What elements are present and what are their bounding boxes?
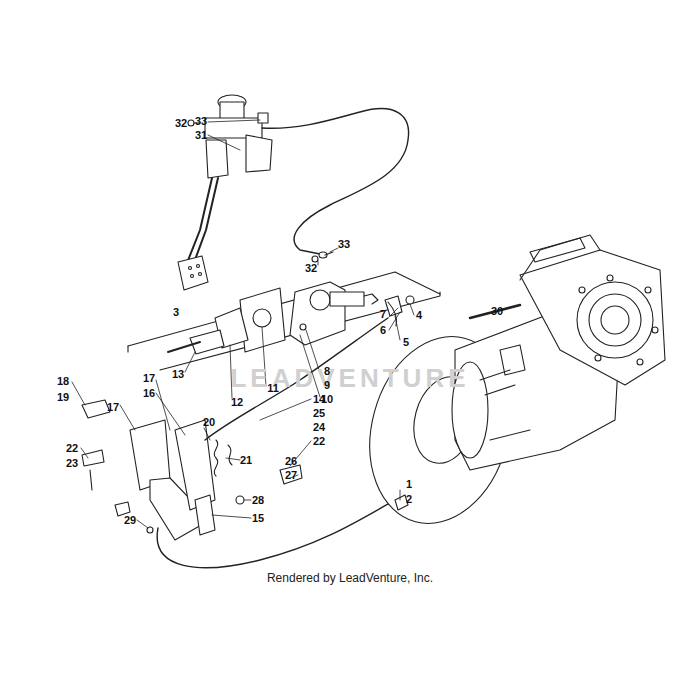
callout-number: 15 xyxy=(250,512,266,525)
callout-number: 5 xyxy=(401,336,411,349)
callout-number: 24 xyxy=(311,421,327,434)
callout-number: 6 xyxy=(378,324,388,337)
caption: Rendered by LeadVenture, Inc. xyxy=(267,572,433,584)
callout-number: 3 xyxy=(171,306,181,319)
callout-number: 21 xyxy=(238,454,254,467)
callout-number: 22 xyxy=(64,442,80,455)
callout-number: 26 xyxy=(283,455,299,468)
callout-number: 4 xyxy=(414,309,424,322)
callout-number: 23 xyxy=(64,457,80,470)
callout-number: 33 xyxy=(336,238,352,251)
callout-number: 7 xyxy=(378,308,388,321)
rear-gearcase xyxy=(452,235,665,470)
brake-cable xyxy=(157,500,395,568)
callout-number: 8 xyxy=(322,365,332,378)
callout-number: 2 xyxy=(404,493,414,506)
callout-number: 11 xyxy=(265,382,281,395)
callout-number: 31 xyxy=(193,129,209,142)
callout-number: 14 xyxy=(311,393,327,406)
callout-number: 32 xyxy=(303,262,319,275)
park-brake-pedal xyxy=(82,400,302,540)
callout-number: 33 xyxy=(193,115,209,128)
callout-number: 32 xyxy=(173,117,189,130)
leader-lines xyxy=(72,120,488,528)
callout-number: 20 xyxy=(201,416,217,429)
callout-number: 30 xyxy=(489,305,505,318)
callout-number: 18 xyxy=(55,375,71,388)
callout-number: 29 xyxy=(122,514,138,527)
callout-number: 16 xyxy=(141,387,157,400)
callout-number: 17 xyxy=(141,372,157,385)
callout-number: 27 xyxy=(283,469,299,482)
callout-number: 12 xyxy=(229,396,245,409)
master-cylinder xyxy=(178,95,272,290)
callout-number: 19 xyxy=(55,391,71,404)
watermark: LEADVENTURE xyxy=(230,365,469,391)
brake-line xyxy=(262,109,409,254)
callout-number: 1 xyxy=(404,478,414,491)
callout-number: 28 xyxy=(250,494,266,507)
callout-number: 13 xyxy=(170,368,186,381)
callout-number: 25 xyxy=(311,407,327,420)
callout-number: 22 xyxy=(311,435,327,448)
callout-number: 9 xyxy=(322,379,332,392)
callout-number: 17 xyxy=(105,401,121,414)
brake-caliper xyxy=(168,282,414,354)
